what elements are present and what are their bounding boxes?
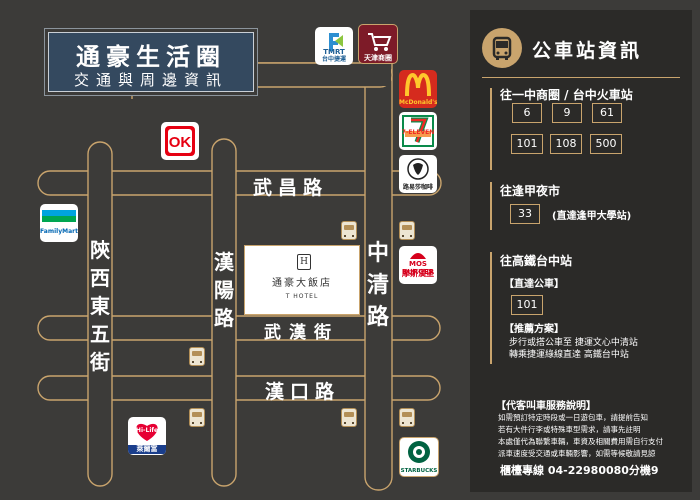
bus-stop-icon	[399, 408, 415, 427]
familymart-logo-icon: FamilyMart	[40, 204, 78, 242]
front-desk-phone: 櫃檯專線 04-22980080分機9	[500, 464, 659, 477]
road-hanyang	[211, 138, 237, 487]
taxi-service-line: 若有大件行李或特殊車型需求，請事先註明	[498, 425, 641, 434]
road-label-hanyang: 漢陽路	[214, 250, 234, 330]
panel-title: 公車站資訊	[532, 40, 643, 62]
road-wuhan	[37, 315, 441, 341]
section-hsr-title: 往高鐵台中站	[500, 254, 573, 268]
tmrt-logo-icon: TMRT 台中捷運	[315, 27, 353, 65]
route-badge: 61	[592, 103, 622, 123]
route-badge: 101	[511, 295, 543, 315]
route-badge: 6	[512, 103, 542, 123]
bus-stop-icon	[399, 221, 415, 240]
taxi-service-line: 本處僅代為聯繫車輛，車資及相關費用需自行支付	[498, 437, 663, 446]
shopping-cart-icon: 天津商圈	[358, 24, 398, 64]
recommended-plan-line: 轉乘捷運綠線直達 高鐵台中站	[509, 350, 629, 360]
bus-stop-icon	[189, 408, 205, 427]
mos-burger-logo-icon: MOS BURGER 摩斯漢堡	[399, 246, 437, 284]
hilife-logo-icon: Hi-Life 萊爾富	[128, 417, 166, 455]
bus-icon	[482, 28, 522, 68]
route-note: (直達逢甲大學站)	[552, 211, 632, 222]
section-marker	[490, 252, 492, 364]
svg-text:OK: OK	[169, 134, 192, 151]
direct-bus-title: 【直達公車】	[504, 279, 564, 290]
road-label-zhongqing: 中清路	[366, 241, 389, 330]
hotel-marker: H 通豪大飯店 T HOTEL	[244, 245, 360, 315]
bus-info-panel: 公車站資訊 往一中商圈 / 台中火車站 6 9 61 101 108 500 往…	[470, 10, 692, 492]
route-badge: 33	[510, 204, 540, 224]
title-board: 通豪生活圈 交通與周邊資訊	[48, 32, 254, 92]
route-badge: 9	[552, 103, 582, 123]
road-label-wuchang: 武昌路	[253, 177, 329, 199]
hotel-name: 通豪大飯店	[272, 278, 332, 289]
bus-stop-icon	[341, 408, 357, 427]
road-label-wuhan: 武漢街	[264, 323, 339, 343]
route-badge: 108	[550, 134, 582, 154]
road-hankou	[37, 375, 441, 401]
map-subtitle: 交通與周邊資訊	[73, 71, 228, 89]
road-wuchang	[37, 170, 442, 196]
route-badge: 500	[590, 134, 622, 154]
route-badge: 101	[511, 134, 543, 154]
seven-eleven-logo-icon: 7-ELEVEN	[399, 112, 437, 150]
taxi-service-line: 如需預訂特定時段或一日遊包車，請提前告知	[498, 413, 648, 422]
starbucks-logo-icon: STARBUCKS	[399, 437, 439, 477]
bus-stop-icon	[341, 221, 357, 240]
map-title: 通豪生活圈	[76, 43, 226, 71]
ok-mart-logo-icon: OK	[161, 122, 199, 160]
road-label-shaanxi-east-5: 陝西東五街	[90, 238, 110, 374]
road-label-hankou: 漢口路	[265, 381, 341, 403]
bus-stop-icon	[189, 347, 205, 366]
hotel-english-name: T HOTEL	[285, 293, 319, 300]
mcdonalds-logo-icon: McDonald's	[399, 70, 437, 108]
recommended-plan-line: 步行或搭公車至 捷運文心中清站	[509, 338, 638, 348]
section-yizhong-title: 往一中商圈 / 台中火車站	[500, 88, 633, 102]
section-marker	[490, 88, 492, 170]
taxi-service-title: 【代客叫車服務說明】	[496, 401, 596, 412]
louisa-coffee-logo-icon: 路易莎咖啡	[399, 155, 437, 193]
panel-divider	[482, 77, 680, 78]
section-marker	[490, 182, 492, 230]
section-fengjia-title: 往逢甲夜市	[500, 184, 561, 198]
taxi-service-line: 派車速度受交通或車輛影響，如需等候敬請見諒	[498, 449, 656, 458]
recommended-plan-title: 【推薦方案】	[504, 324, 564, 335]
hotel-logo-icon: H	[297, 254, 311, 270]
road-shaanxi-east-5	[87, 141, 113, 487]
